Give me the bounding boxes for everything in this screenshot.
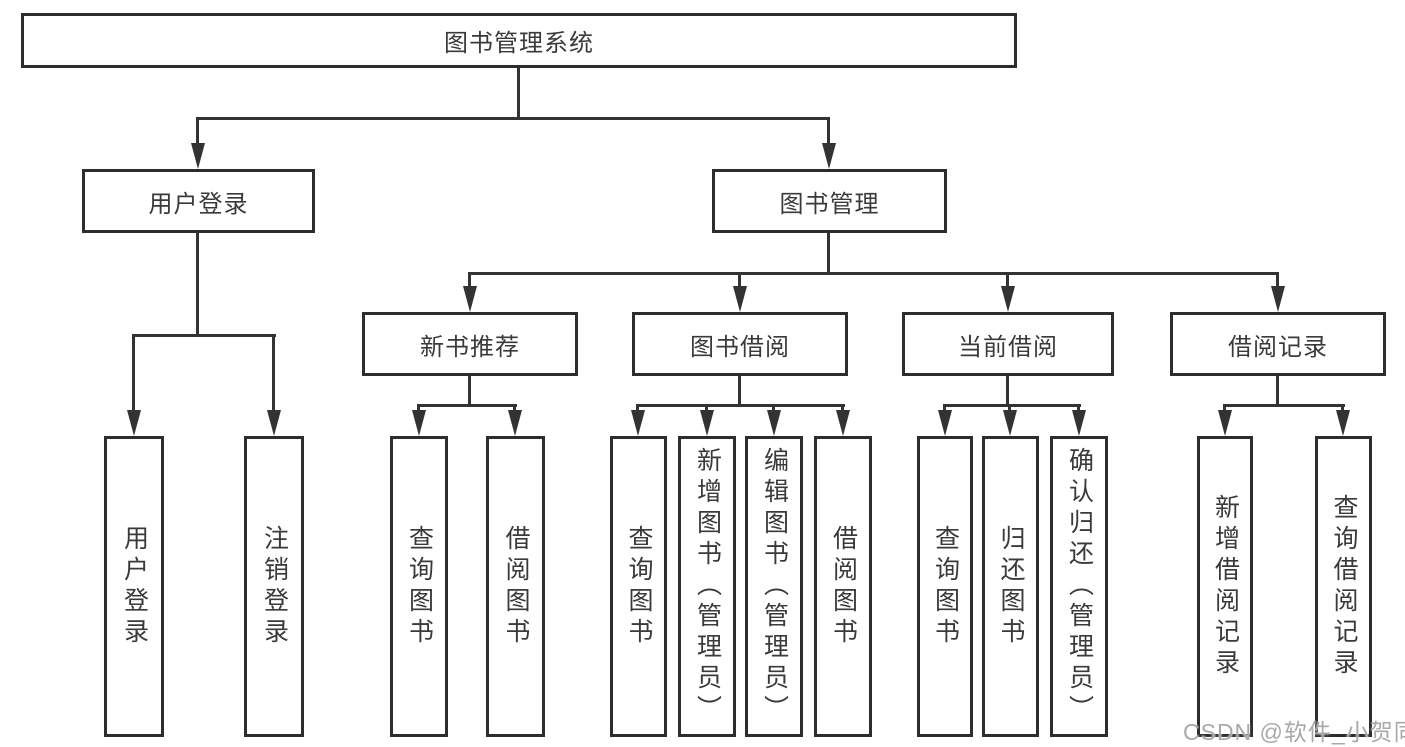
leaf-add-books-admin: 新增图书（管理员） (678, 436, 736, 737)
connector-segment (132, 334, 135, 414)
leaf-edit-books-admin: 编辑图书（管理员） (745, 436, 803, 737)
leaf-query-books-current: 查询图书 (917, 436, 973, 737)
leaf-label: 查询图书 (405, 524, 434, 649)
connector-segment (417, 404, 517, 407)
leaf-label: 新增图书（管理员） (693, 447, 722, 726)
leaf-query-books-borrowing: 查询图书 (610, 436, 667, 737)
leaf-return-books: 归还图书 (982, 436, 1039, 737)
leaf-label: 查询图书 (625, 524, 653, 649)
arrowhead-down-icon (412, 410, 426, 436)
connector-segment (827, 117, 830, 148)
arrowhead-down-icon (1218, 410, 1232, 436)
leaf-label: 注销登录 (260, 524, 289, 649)
leaf-confirm-return-admin: 确认归还（管理员） (1050, 436, 1108, 737)
leaf-add-borrow-record: 新增借阅记录 (1197, 436, 1253, 737)
csdn-watermark: CSDN @软件_小贺同学 (1183, 719, 1405, 745)
leaf-label: 用户登录 (120, 524, 149, 649)
connector-segment (196, 233, 199, 336)
connector-segment (272, 334, 275, 414)
connector-segment (1006, 272, 1009, 292)
node-book-management: 图书管理 (712, 169, 947, 233)
connector-segment (738, 272, 741, 292)
node-user-login: 用户登录 (82, 169, 315, 233)
leaf-label: 查询借阅记录 (1330, 493, 1358, 680)
arrowhead-down-icon (631, 410, 645, 436)
leaf-user-login: 用户登录 (104, 436, 164, 737)
arrowhead-down-icon (938, 410, 952, 436)
connector-segment (468, 272, 471, 292)
connector-segment (1223, 404, 1345, 407)
arrowhead-down-icon (836, 410, 850, 436)
arrowhead-down-icon (733, 286, 747, 312)
arrowhead-down-icon (267, 410, 281, 436)
leaf-borrow-books-recommend: 借阅图书 (486, 436, 545, 737)
leaf-label: 确认归还（管理员） (1065, 447, 1094, 726)
arrowhead-down-icon (127, 410, 141, 436)
connector-segment (738, 376, 741, 406)
arrowhead-down-icon (1003, 410, 1017, 436)
arrowhead-down-icon (1271, 286, 1285, 312)
connector-segment (1006, 376, 1009, 406)
arrowhead-down-icon (1001, 286, 1015, 312)
arrowhead-down-icon (463, 286, 477, 312)
arrowhead-down-icon (767, 410, 781, 436)
leaf-label: 借阅图书 (502, 524, 530, 649)
leaf-label: 归还图书 (997, 524, 1025, 649)
arrowhead-down-icon (1336, 410, 1350, 436)
node-new-book-recommendation: 新书推荐 (362, 312, 578, 376)
leaf-label: 查询图书 (931, 524, 960, 649)
leaf-label: 借阅图书 (829, 524, 858, 649)
connector-segment (468, 376, 471, 406)
leaf-query-books-recommend: 查询图书 (390, 436, 448, 737)
connector-segment (636, 404, 845, 407)
node-book-borrowing: 图书借阅 (632, 312, 848, 376)
connector-segment (196, 117, 830, 120)
connector-segment (1276, 376, 1279, 406)
arrowhead-down-icon (822, 143, 836, 169)
arrowhead-down-icon (700, 410, 714, 436)
connector-segment (468, 272, 1279, 275)
node-library-management-system: 图书管理系统 (21, 13, 1017, 68)
connector-segment (943, 404, 1081, 407)
leaf-query-borrow-record: 查询借阅记录 (1315, 436, 1372, 737)
arrowhead-down-icon (508, 410, 522, 436)
arrowhead-down-icon (1072, 410, 1086, 436)
leaf-label: 新增借阅记录 (1211, 493, 1240, 680)
leaf-label: 编辑图书（管理员） (760, 447, 789, 726)
node-borrowing-records: 借阅记录 (1170, 312, 1386, 376)
connector-segment (196, 117, 199, 148)
arrowhead-down-icon (191, 143, 205, 169)
connector-segment (827, 233, 830, 274)
node-current-borrowing: 当前借阅 (902, 312, 1114, 376)
leaf-logout: 注销登录 (244, 436, 304, 737)
connector-segment (517, 68, 520, 119)
connector-segment (1276, 272, 1279, 292)
connector-segment (132, 334, 276, 337)
leaf-borrow-books: 借阅图书 (814, 436, 872, 737)
